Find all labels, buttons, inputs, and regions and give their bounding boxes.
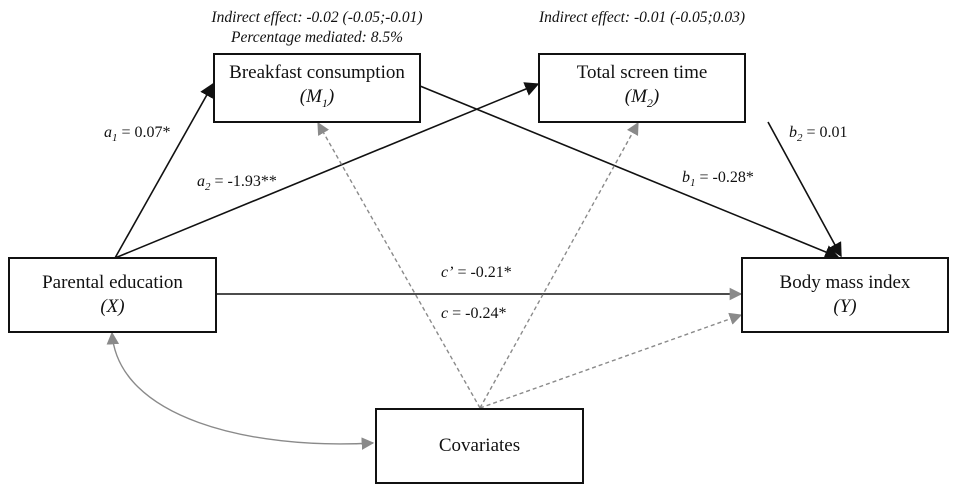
label-c-prime: c’ = -0.21* — [441, 264, 512, 281]
arrow-x-covariates — [106, 331, 375, 450]
note-m1-indirect-effect: Indirect effect: -0.02 (-0.05;-0.01) — [211, 9, 423, 26]
arrow-cov-m1 — [317, 121, 481, 409]
node-m1-label: Breakfast consumption — [229, 62, 405, 84]
arrow-b2 — [767, 121, 842, 258]
label-c: c = -0.24* — [441, 305, 507, 322]
note-m1-percentage-mediated: Percentage mediated: 8.5% — [230, 29, 403, 46]
node-y-label: Body mass index — [779, 272, 911, 293]
node-body-mass-index: Body mass index (Y) — [741, 257, 949, 333]
node-m1-symbol: (M1) — [299, 86, 335, 110]
note-m2-indirect-effect: Indirect effect: -0.01 (-0.05;0.03) — [538, 9, 746, 26]
arrow-cov-m2 — [479, 121, 639, 409]
label-b1: b1 = -0.28* — [682, 169, 754, 190]
node-total-screen-time: Total screen time (M2) — [538, 53, 746, 123]
label-b2: b2 = 0.01 — [789, 124, 848, 145]
arrow-a1 — [114, 82, 214, 259]
label-a1: a1 = 0.07* — [104, 124, 171, 145]
label-a2: a2 = -1.93** — [197, 173, 277, 194]
node-breakfast-consumption: Breakfast consumption (M1) — [213, 53, 421, 123]
node-m2-symbol: (M2) — [624, 86, 660, 110]
arrow-a2 — [114, 82, 540, 259]
arrow-b1 — [419, 85, 840, 259]
node-x-label: Parental education — [42, 272, 183, 293]
arrow-cov-y — [479, 312, 743, 409]
node-x-symbol: (X) — [100, 296, 125, 317]
node-cov-label: Covariates — [438, 435, 521, 456]
node-m2-label: Total screen time — [576, 62, 708, 84]
node-covariates: Covariates — [375, 408, 584, 484]
node-parental-education: Parental education (X) — [8, 257, 217, 333]
node-y-symbol: (Y) — [833, 296, 857, 317]
